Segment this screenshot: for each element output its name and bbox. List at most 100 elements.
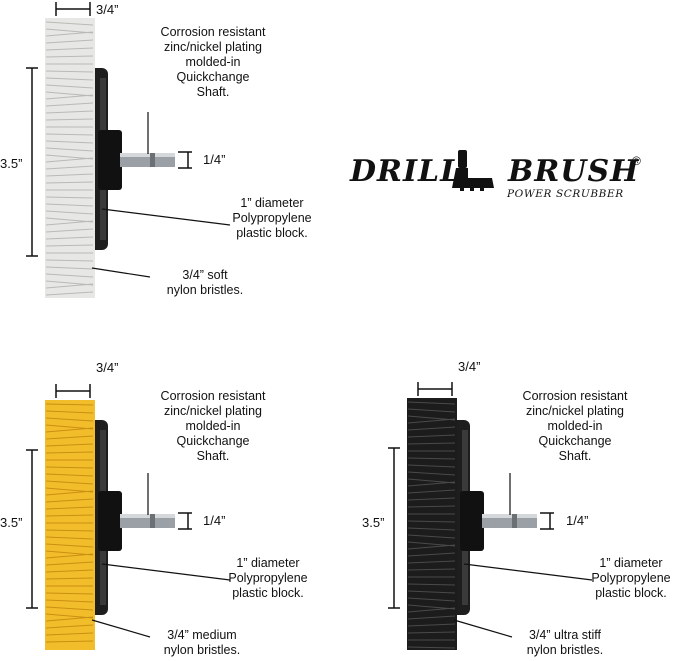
bristle-strand: [45, 203, 94, 207]
bristle-strand: [407, 505, 456, 508]
bristle-callout: 3/4” soft nylon bristles.: [150, 268, 260, 298]
bristle-strand: [45, 70, 94, 73]
width-dimension-label: 3/4”: [458, 359, 481, 374]
bristle-callout: 3/4” ultra stiff nylon bristles.: [505, 628, 625, 658]
bristle-strand: [45, 157, 94, 163]
callout-line: 3/4” ultra stiff: [528, 628, 602, 642]
bristle-strand: [407, 560, 456, 564]
bristle-strand: [45, 577, 94, 580]
callout-line: Shaft.: [196, 85, 230, 99]
bristle-strand: [45, 133, 94, 136]
bristle-strand: [45, 102, 94, 107]
bristle-strand: [45, 220, 94, 226]
bristle-strand: [45, 47, 94, 51]
bristle-strand: [45, 592, 94, 595]
bristle-strand: [45, 410, 94, 414]
bristle-strand: [407, 623, 456, 627]
bristle-leader-line: [453, 619, 513, 638]
logo-subtitle: POWER SCRUBBER: [507, 188, 624, 200]
bristle-strand: [407, 544, 456, 550]
plating-callout: Corrosion resistant zinc/nickel plating …: [128, 389, 298, 464]
bristle-strand: [45, 599, 94, 603]
callout-line: plastic block.: [236, 226, 308, 240]
bristle-strand: [45, 506, 94, 510]
bristle-strand: [45, 21, 94, 26]
bristle-strand: [407, 426, 456, 431]
callout-line: Corrosion resistant: [522, 389, 628, 403]
callout-line: plastic block.: [232, 586, 304, 600]
bristle-leader-line: [91, 619, 151, 638]
bristle-strand: [45, 118, 94, 121]
bristle-strand: [45, 640, 94, 643]
bristle-strand: [45, 606, 94, 611]
bristle-strand: [407, 646, 456, 649]
bristle-strand: [45, 480, 94, 485]
bristle-strand: [45, 165, 94, 170]
bristle-strand: [407, 481, 456, 487]
callout-line: molded-in: [185, 55, 241, 69]
bristle-strand: [45, 140, 94, 144]
bristle-strand: [45, 543, 94, 548]
block-leader-line: [463, 563, 593, 581]
shaft-dimension-label: 1/4”: [203, 513, 226, 528]
bristle-leader-line: [91, 267, 151, 278]
bristle-strand: [45, 451, 94, 454]
bristle-strand: [45, 31, 94, 37]
callout-line: Shaft.: [196, 449, 230, 463]
drillbrush-logo: DRILL BRUSH ® POWER SCRUBBER: [350, 148, 650, 208]
bristle-strand: [45, 443, 94, 447]
callout-line: zinc/nickel plating: [164, 404, 262, 418]
bristle-strand: [45, 147, 94, 152]
bristle-strand: [407, 442, 456, 445]
bristle-strand: [407, 583, 456, 586]
callout-line: Corrosion resistant: [160, 25, 266, 39]
bristle-strand: [407, 631, 456, 634]
bristle-strand: [45, 55, 94, 58]
brush-logo-icon: [452, 150, 494, 191]
bristle-strand: [407, 434, 456, 438]
bristle-strand: [45, 536, 94, 540]
bristle-strand: [407, 464, 456, 468]
width-dimension-label: 3/4”: [96, 2, 119, 17]
bristle-strand: [45, 94, 94, 100]
bristle-strand: [45, 427, 94, 433]
bristle-strand: [45, 210, 94, 215]
callout-line: Quickchange: [176, 434, 250, 448]
callout-line: Polypropylene: [232, 211, 312, 225]
shaft-groove: [512, 514, 517, 528]
bristle-strand: [45, 616, 94, 622]
block-callout: 1” diameter Polypropylene plastic block.: [218, 556, 318, 601]
bristle-strand: [45, 273, 94, 278]
bristle-strand: [45, 632, 94, 636]
bristle-strand: [45, 84, 94, 89]
bristle-strand: [45, 266, 94, 270]
bristle-strand: [407, 520, 456, 523]
shaft-dimension-label: 1/4”: [566, 513, 589, 528]
shaft-groove: [150, 514, 155, 528]
block-callout: 1” diameter Polypropylene plastic block.: [581, 556, 679, 601]
bristle-strand: [45, 569, 94, 573]
bristle-callout: 3/4” medium nylon bristles.: [147, 628, 257, 658]
bristle-strand: [407, 401, 456, 405]
bristle-strand: [407, 418, 456, 424]
bristle-strand: [45, 624, 94, 629]
height-dimension-label: 3.5”: [0, 156, 23, 171]
bristle-strand: [45, 244, 94, 247]
callout-line: nylon bristles.: [163, 643, 241, 657]
shaft-highlight: [482, 514, 537, 518]
bristle-strand: [45, 236, 94, 240]
shaft-dimension-label: 1/4”: [203, 152, 226, 167]
bristle-strand: [45, 259, 94, 262]
bristle-strand: [45, 283, 94, 289]
bristle-strand: [407, 597, 456, 602]
callout-line: Quickchange: [176, 70, 250, 84]
width-dimension-label: 3/4”: [96, 360, 119, 375]
callout-line: Polypropylene: [591, 571, 671, 585]
bristle-strand: [407, 534, 456, 539]
bristle-strand: [45, 39, 94, 44]
bristle-strand: [45, 529, 94, 532]
bristle-strand: [45, 291, 94, 296]
callout-line: zinc/nickel plating: [526, 404, 624, 418]
